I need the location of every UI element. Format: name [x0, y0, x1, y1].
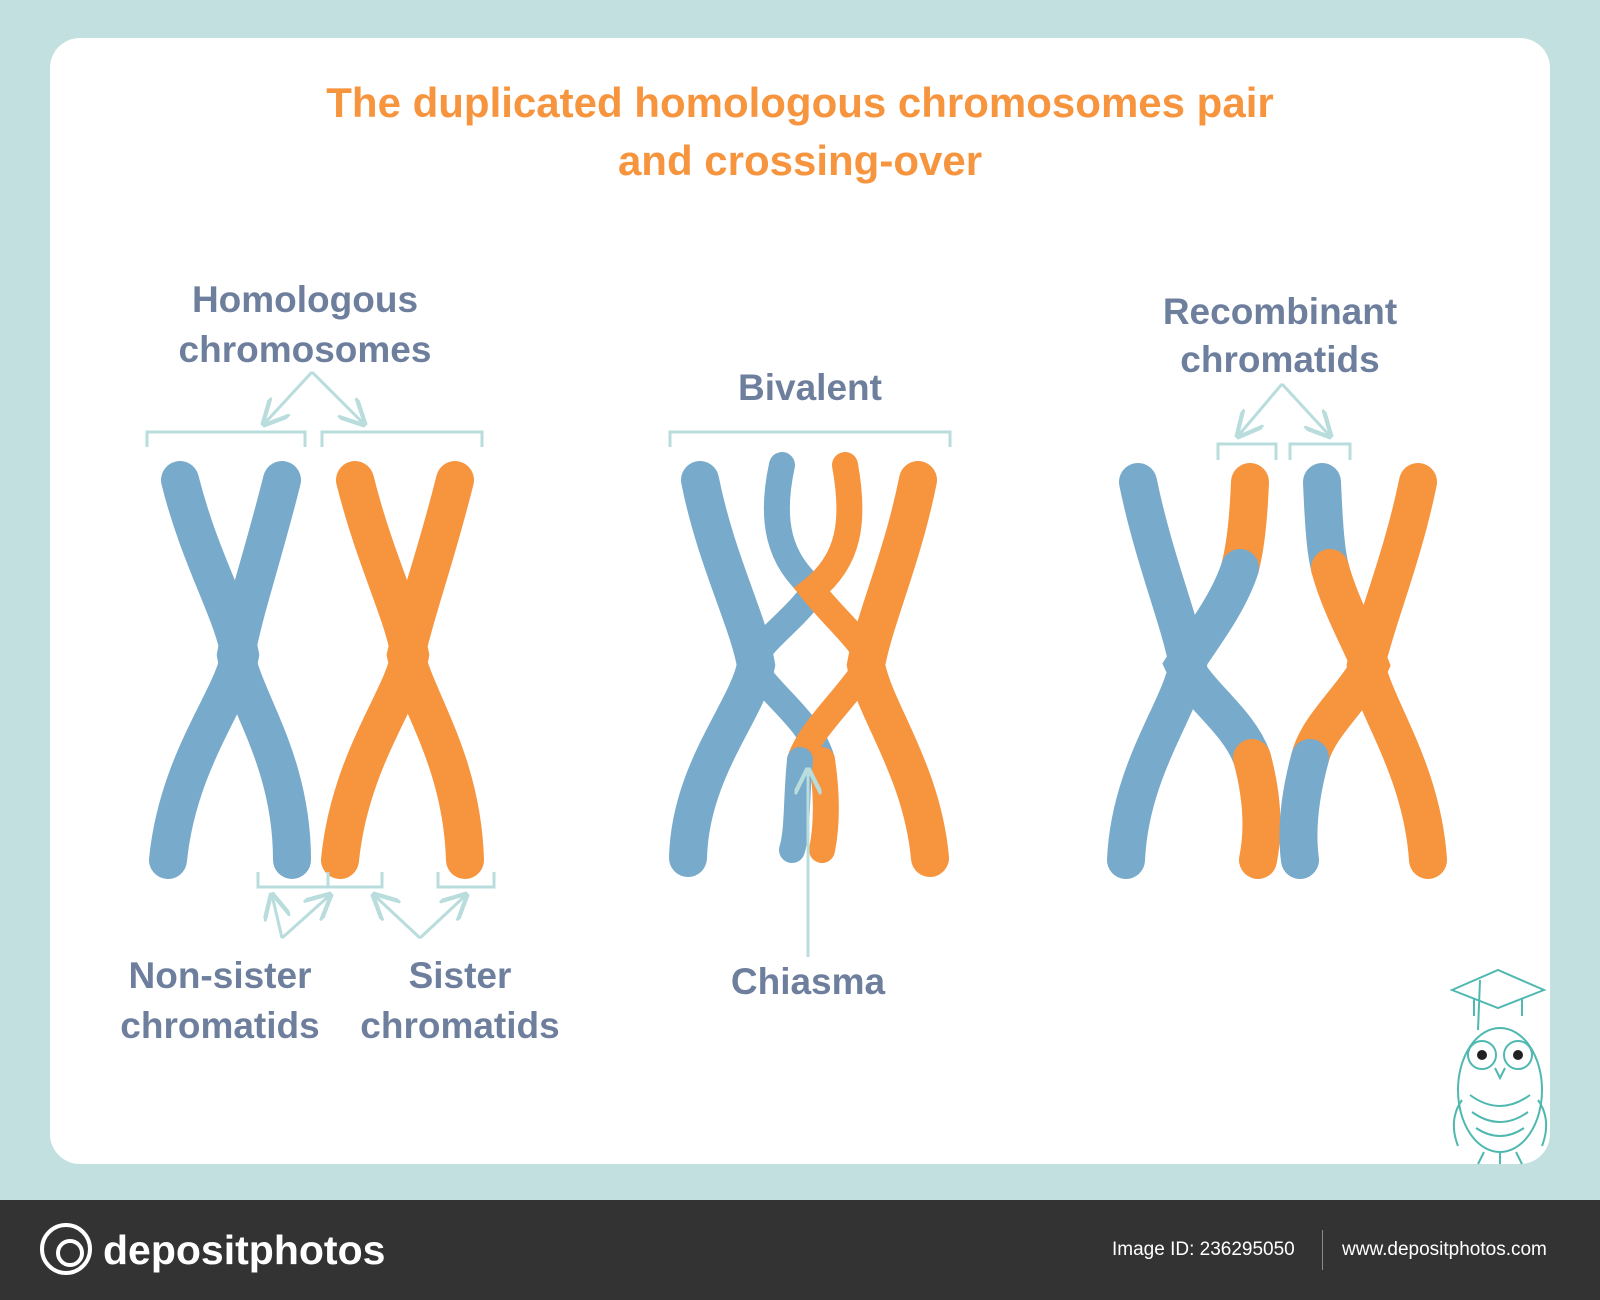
- recombinant-brackets: [1216, 382, 1352, 460]
- chromosome-diagram: [145, 370, 1548, 1165]
- bivalent-group: [669, 452, 949, 877]
- footer-divider: [1322, 1230, 1323, 1270]
- footer-url: www.depositphotos.com: [1342, 1239, 1547, 1260]
- non-sister-chromatids-label-1: Non-sister: [128, 955, 312, 996]
- chromatid-brackets: [256, 872, 496, 940]
- sister-chromatids-label-2: chromatids: [360, 1005, 560, 1046]
- bivalent-label: Bivalent: [738, 367, 882, 408]
- blue-crossing-chromatid: [737, 452, 835, 773]
- bivalent-bracket: [668, 430, 952, 447]
- orange-recombinant-chromosome: [1279, 463, 1447, 879]
- homologous-chromosomes-label-2: chromosomes: [178, 329, 432, 370]
- title-line-1: The duplicated homologous chromosomes pa…: [326, 79, 1274, 126]
- footer-bar: depositphotos Image ID: 236295050 www.de…: [0, 1200, 1600, 1300]
- footer-brand: depositphotos: [103, 1227, 386, 1273]
- homologous-chromosomes-label-1: Homologous: [191, 279, 419, 320]
- homologous-pair-group: [149, 461, 484, 879]
- recombinant-group: [1107, 463, 1447, 879]
- depositphotos-logo-icon: [40, 1223, 92, 1275]
- recombinant-chromatids-label-2: chromatids: [1180, 339, 1380, 380]
- orange-chromosome: [321, 461, 484, 879]
- title-line-2: and crossing-over: [617, 137, 983, 184]
- blue-chromosome: [149, 461, 311, 879]
- blue-recombinant-chromosome: [1107, 463, 1281, 879]
- chiasma-label: Chiasma: [730, 961, 886, 1002]
- sister-chromatids-label-1: Sister: [408, 955, 512, 996]
- owl-mascot-icon: [1449, 968, 1548, 1165]
- non-sister-chromatids-label-2: chromatids: [120, 1005, 320, 1046]
- recombinant-chromatids-label-1: Recombinant: [1162, 291, 1398, 332]
- homologous-brackets: [145, 370, 484, 447]
- orange-crossing-chromatid: [787, 452, 882, 773]
- footer-image-id: Image ID: 236295050: [1112, 1239, 1295, 1260]
